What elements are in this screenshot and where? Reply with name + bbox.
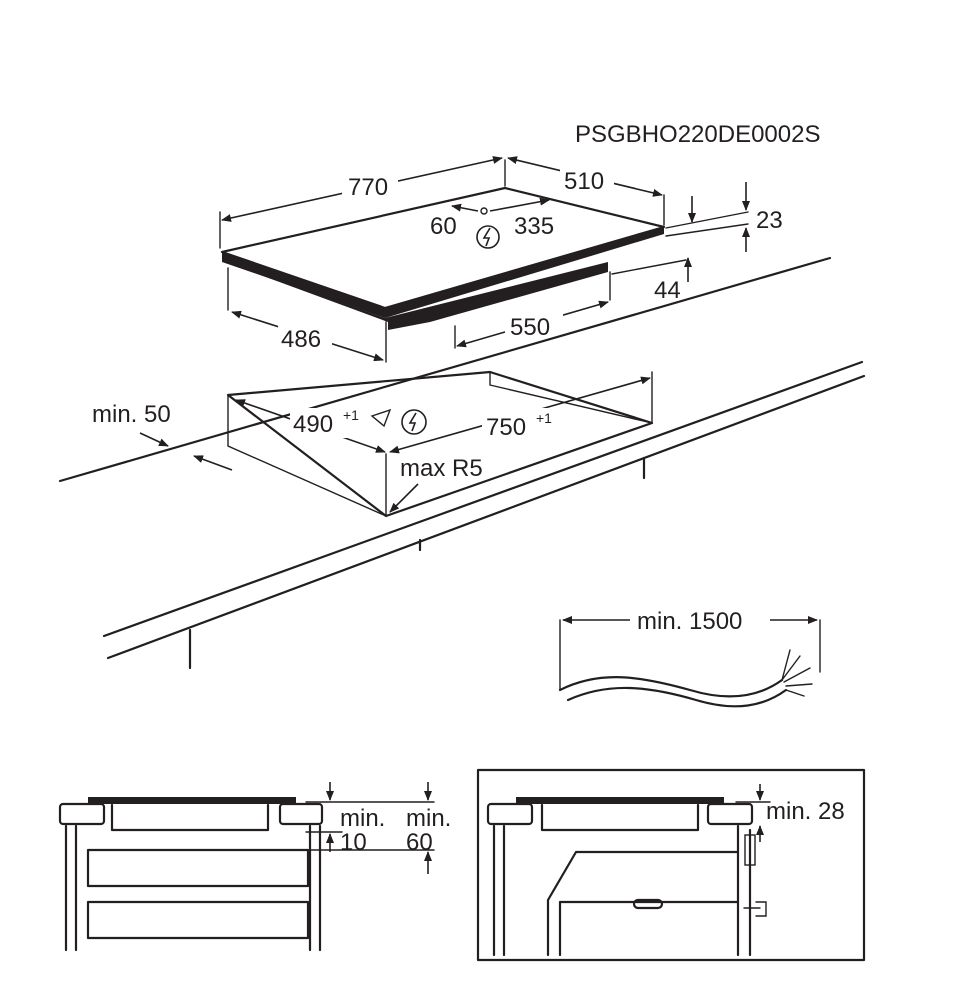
- worktop-right: [278, 802, 324, 826]
- gap-28-label: min. 28: [766, 798, 845, 825]
- hob-glass-edge: [222, 227, 664, 318]
- cable-curve-2: [566, 686, 788, 708]
- gap-10-value: 10: [340, 829, 367, 856]
- cable-drawing: min. 1500: [558, 608, 821, 708]
- corner-radius-label: max R5: [400, 455, 483, 482]
- dim-490-tolerance: +1: [343, 407, 359, 423]
- dim-23-label: 23: [756, 207, 783, 234]
- dim-23-ext: [665, 223, 749, 237]
- dim-44-ext: [611, 259, 687, 275]
- installation-right: min. 28: [476, 768, 866, 962]
- hob-underbody: [228, 262, 608, 330]
- front-margin-arrow-1: [139, 432, 169, 447]
- dim-335-line: [489, 197, 550, 212]
- dim-490-label: 490: [293, 411, 333, 438]
- dim-335-label: 335: [514, 213, 554, 240]
- worktop-right: [706, 802, 754, 826]
- worktop-front-edge-bottom: [106, 374, 866, 660]
- document-code: PSGBHO220DE0002S: [575, 121, 820, 148]
- front-margin-arrow-2: [193, 455, 233, 471]
- oven-inner: [558, 900, 740, 957]
- oven-knob: [743, 901, 767, 917]
- cutout-inner: [227, 394, 387, 517]
- dim-486-label: 486: [281, 326, 321, 353]
- hob-body: [540, 803, 700, 832]
- installation-left: min. 10 min. 60: [58, 782, 451, 952]
- hob-body: [110, 803, 270, 832]
- dim-750-tolerance: +1: [536, 410, 552, 426]
- oven-handle: [632, 898, 664, 910]
- cutout-outline: [226, 370, 654, 518]
- power-icon: [476, 225, 500, 249]
- dim-750-label: 750: [486, 414, 526, 441]
- worktop-drawing: 490 +1 750 +1 min. 50 max R5: [58, 256, 866, 670]
- corner-radius-arrow: [389, 483, 419, 513]
- gap-60-min: min.: [406, 805, 451, 832]
- front-margin-label: min. 50: [92, 401, 171, 428]
- cable-notch: [370, 408, 392, 428]
- worktop-front-edge-top: [102, 360, 864, 638]
- dim-60-line: [451, 203, 479, 212]
- cable-wires: [781, 649, 813, 697]
- dim-510-label: 510: [564, 168, 604, 195]
- drawer-2: [86, 900, 310, 940]
- dim-550-label: 550: [510, 314, 550, 341]
- frame-box: [476, 768, 866, 962]
- oven-outline: [546, 850, 740, 957]
- hob-glass: [516, 797, 724, 804]
- dim-60-label: 60: [430, 213, 457, 240]
- hob-drawing: 770 510 60 335 23 44 486 550: [219, 156, 783, 363]
- dim-770-label: 770: [348, 174, 388, 201]
- gap-60-value: 60: [406, 829, 433, 856]
- hob-glass: [88, 797, 296, 804]
- worktop-left: [58, 802, 106, 826]
- power-icon: [401, 409, 427, 435]
- worktop-back-edge: [58, 256, 832, 483]
- gap-10-min: min.: [340, 805, 385, 832]
- worktop-left: [486, 802, 534, 826]
- dim-23-ext: [665, 211, 749, 229]
- oven-bracket: [744, 834, 756, 866]
- connection-point: [480, 207, 488, 215]
- cable-curve-1: [558, 676, 784, 698]
- drawer-1: [86, 848, 310, 888]
- dim-44-label: 44: [654, 277, 681, 304]
- cable-length-label: min. 1500: [637, 608, 742, 635]
